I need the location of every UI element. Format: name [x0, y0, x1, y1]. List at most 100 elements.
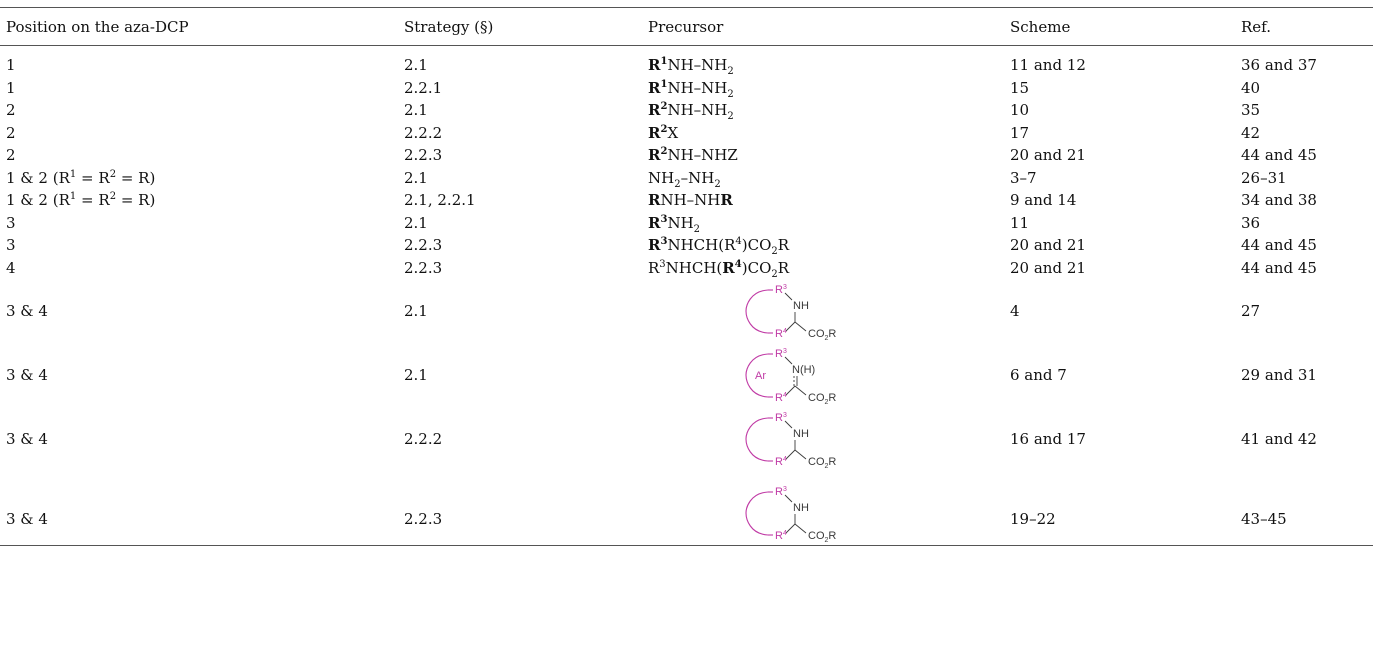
- cell-ref: 44 and 45: [1241, 236, 1317, 255]
- cell-scheme: 16 and 17: [1010, 430, 1086, 448]
- svg-text:CO2R: CO2R: [808, 328, 836, 341]
- cell-position: 3 & 4: [6, 430, 48, 448]
- cyclic-amino-ester-structure: R3 NH R4 CO2R: [740, 409, 1004, 469]
- svg-text:NH: NH: [793, 300, 809, 312]
- cell-scheme: 11: [1010, 213, 1030, 232]
- cell-scheme: 20 and 21: [1010, 236, 1086, 255]
- cell-strategy: 2.2.2: [404, 430, 443, 448]
- table-row: 2 2.2.2 R2X 17 42: [0, 122, 1373, 145]
- cell-position: 2: [6, 146, 16, 165]
- header-position: Position on the aza-DCP: [0, 7, 398, 46]
- cell-scheme: 4: [1010, 302, 1020, 320]
- table-row: 1 2.1 R1NH–NH2 11 and 12 36 and 37: [0, 46, 1373, 77]
- cell-ref: 36: [1241, 213, 1261, 232]
- cell-position: 3 & 4: [6, 302, 48, 320]
- svg-text:NH: NH: [793, 502, 809, 514]
- cyclic-amino-ester-structure: R3 NH R4 CO2R: [740, 483, 1004, 543]
- cell-ref: 40: [1241, 78, 1261, 97]
- cell-precursor: R3 NH R4 CO2R: [642, 471, 1004, 546]
- cell-ref: 34 and 38: [1241, 191, 1317, 210]
- cell-strategy: 2.1: [404, 168, 428, 187]
- svg-text:CO2R: CO2R: [808, 530, 836, 543]
- cell-scheme: 17: [1010, 123, 1030, 142]
- header-ref: Ref.: [1235, 7, 1373, 46]
- cell-strategy: 2.1: [404, 302, 428, 320]
- aza-dcp-precursor-table: Position on the aza-DCP Strategy (§) Pre…: [0, 7, 1373, 546]
- cell-precursor: R3NHCH(R4)CO2R: [648, 258, 790, 280]
- header-row: Position on the aza-DCP Strategy (§) Pre…: [0, 7, 1373, 46]
- table-row: 3 2.1 R3NH2 11 36: [0, 212, 1373, 235]
- cell-precursor: R3 NH R4 CO2R: [642, 407, 1004, 471]
- cell-precursor: R2NH–NH2: [648, 101, 734, 123]
- table-row: 3 2.2.3 R3NHCH(R4)CO2R 20 and 21 44 and …: [0, 234, 1373, 257]
- cell-scheme: 10: [1010, 101, 1030, 120]
- cell-position: 1 & 2 (R1 = R2 = R): [6, 191, 156, 210]
- table-row: 1 2.2.1 R1NH–NH2 15 40: [0, 77, 1373, 100]
- cell-scheme: 11 and 12: [1010, 56, 1086, 75]
- cell-precursor: RNH–NHR: [648, 191, 733, 210]
- header-strategy: Strategy (§): [398, 7, 642, 46]
- cell-precursor: R3 NH R4 CO2R: [642, 279, 1004, 343]
- aromatic-cyclic-amino-ester-structure: Ar R3 N(H) R4 CO2R: [740, 345, 1004, 405]
- cell-strategy: 2.2.3: [398, 471, 642, 546]
- cell-strategy: 2.1: [404, 101, 428, 120]
- svg-text:R3: R3: [775, 486, 787, 498]
- cell-ref: 36 and 37: [1241, 56, 1317, 75]
- cell-position: 3 & 4: [0, 471, 398, 546]
- cell-scheme: 20 and 21: [1010, 258, 1086, 277]
- svg-text:R3: R3: [775, 284, 787, 296]
- cell-strategy: 2.1, 2.2.1: [404, 191, 476, 210]
- table-row: 4 2.2.3 R3NHCH(R4)CO2R 20 and 21 44 and …: [0, 257, 1373, 280]
- svg-text:CO2R: CO2R: [808, 456, 836, 469]
- svg-text:NH: NH: [793, 428, 809, 440]
- cell-strategy: 2.1: [404, 366, 428, 384]
- cell-ref: 27: [1241, 302, 1261, 320]
- cell-strategy: 2.2.3: [404, 146, 443, 165]
- cell-ref: 26–31: [1241, 168, 1287, 187]
- cell-strategy: 2.1: [404, 56, 428, 75]
- cell-strategy: 2.2.1: [404, 78, 443, 97]
- cyclic-amino-ester-structure: R3 NH R4 CO2R: [740, 281, 1004, 341]
- svg-text:R4: R4: [775, 530, 787, 542]
- cell-position: 2: [6, 123, 16, 142]
- cell-ref: 44 and 45: [1241, 146, 1317, 165]
- table-row: 3 & 4 2.1 R3 NH R4 CO2R: [0, 279, 1373, 343]
- table-row: 2 2.2.3 R2NH–NHZ 20 and 21 44 and 45: [0, 144, 1373, 167]
- svg-text:CO2R: CO2R: [808, 392, 836, 405]
- cell-ref: 41 and 42: [1241, 430, 1317, 448]
- cell-scheme: 19–22: [1004, 471, 1235, 546]
- cell-precursor: Ar R3 N(H) R4 CO2R: [642, 343, 1004, 407]
- cell-strategy: 2.1: [404, 213, 428, 232]
- header-scheme: Scheme: [1004, 7, 1235, 46]
- cell-scheme: 15: [1010, 78, 1030, 97]
- svg-text:Ar: Ar: [755, 370, 766, 382]
- table-row: 3 & 4 2.2.3 R3 NH R4 CO2R: [0, 471, 1373, 546]
- table-row: 3 & 4 2.2.2 R3 NH R4 CO2R: [0, 407, 1373, 471]
- cell-precursor: R3NH2: [648, 213, 701, 235]
- cell-position: 1: [6, 56, 16, 75]
- svg-text:R4: R4: [775, 456, 787, 468]
- table-row: 1 & 2 (R1 = R2 = R) 2.1 NH2–NH2 3–7 26–3…: [0, 167, 1373, 190]
- svg-text:R3: R3: [775, 348, 787, 360]
- cell-position: 1 & 2 (R1 = R2 = R): [6, 168, 156, 187]
- svg-text:R4: R4: [775, 328, 787, 340]
- cell-precursor: R1NH–NH2: [648, 78, 734, 100]
- cell-strategy: 2.2.3: [404, 258, 443, 277]
- cell-ref: 43–45: [1235, 471, 1373, 546]
- cell-ref: 42: [1241, 123, 1261, 142]
- cell-scheme: 20 and 21: [1010, 146, 1086, 165]
- cell-strategy: 2.2.3: [404, 236, 443, 255]
- cell-ref: 35: [1241, 101, 1261, 120]
- cell-position: 4: [6, 258, 16, 277]
- cell-scheme: 3–7: [1010, 168, 1037, 187]
- svg-text:R3: R3: [775, 412, 787, 424]
- cell-position: 3: [6, 213, 16, 232]
- cell-position: 3: [6, 236, 16, 255]
- cell-position: 1: [6, 78, 16, 97]
- cell-ref: 44 and 45: [1241, 258, 1317, 277]
- svg-text:N(H): N(H): [792, 364, 815, 376]
- table-row: 2 2.1 R2NH–NH2 10 35: [0, 99, 1373, 122]
- table-row: 3 & 4 2.1 Ar R3 N(H): [0, 343, 1373, 407]
- svg-text:R4: R4: [775, 392, 787, 404]
- cell-ref: 29 and 31: [1241, 366, 1317, 384]
